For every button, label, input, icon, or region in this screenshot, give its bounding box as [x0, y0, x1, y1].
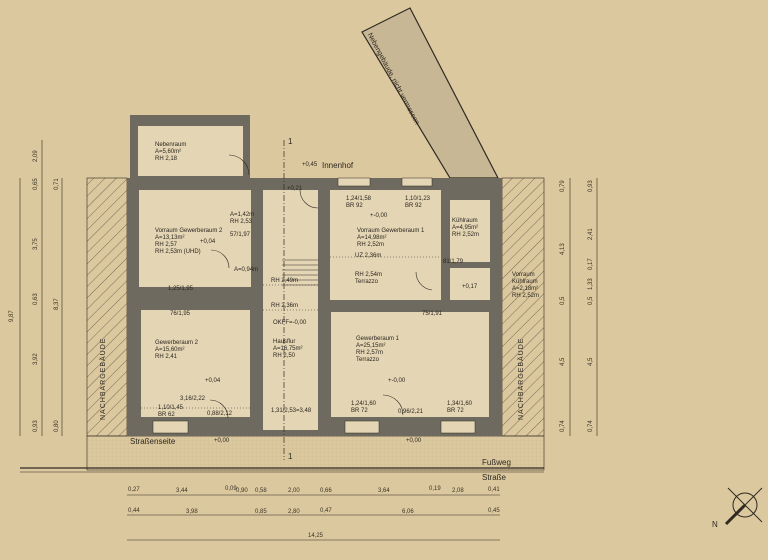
courtyard-label: Innenhof	[322, 161, 354, 170]
level-street-right: +0,00	[406, 438, 422, 444]
room-name: Nebenraum	[155, 142, 187, 148]
level-street-left: +0,00	[214, 438, 230, 444]
courtyard-level: +0,45	[302, 162, 318, 168]
street-side-label: Straßenseite	[130, 437, 176, 446]
room-height: RH 2,57	[155, 242, 178, 248]
level-mark: +0,04	[200, 239, 216, 245]
room-name: Vorraum Gewerberaum 2	[155, 228, 223, 234]
neighbor-right-label: NACHBARGEBÄUDE	[518, 337, 525, 420]
footpath-label: Fußweg	[482, 458, 511, 467]
opening-dim: 1,25/1,95	[168, 286, 194, 292]
section-marker-top: 1	[288, 137, 293, 146]
room-height-uhd: RH 2,53m (UHD)	[155, 249, 201, 255]
room-area: A=13,13m²	[155, 235, 185, 241]
room-height: RH 2,18	[155, 156, 178, 162]
neighbor-left-label: NACHBARGEBÄUDE	[100, 337, 107, 420]
room-area: A=5,60m²	[155, 149, 182, 155]
street-label: Straße	[482, 473, 507, 482]
section-marker-bottom: 1	[288, 452, 293, 461]
north-label: N	[712, 520, 718, 529]
north-arrow-icon	[728, 488, 762, 522]
